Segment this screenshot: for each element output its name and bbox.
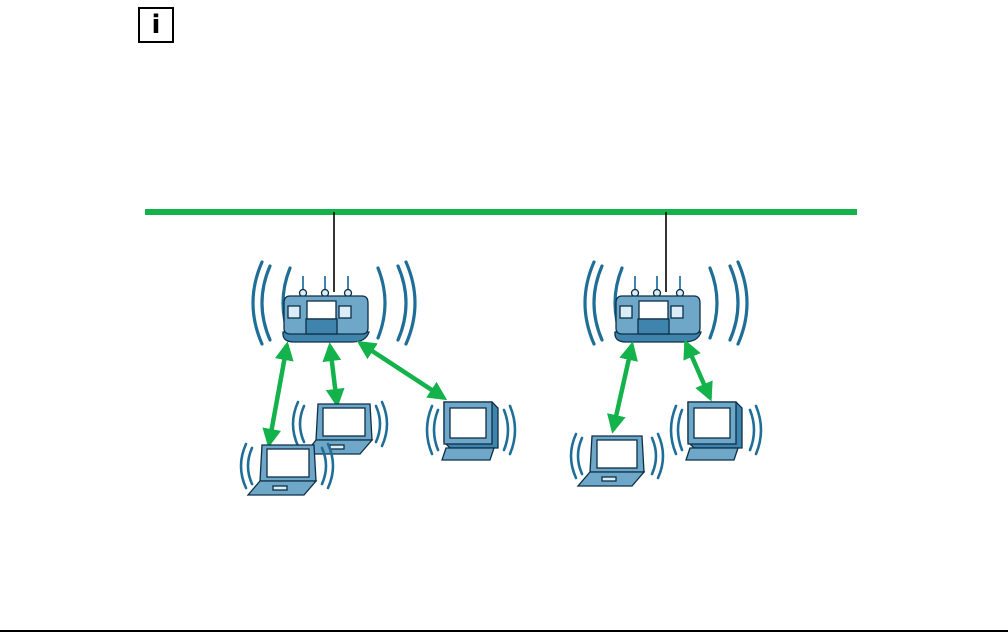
laptop-icon [305,404,372,454]
wireless-link [686,343,710,398]
wireless-link [613,345,632,430]
wireless-link [269,345,287,444]
wireless-link [360,343,444,398]
desktop-2 [671,402,761,460]
wireless-link [330,346,337,404]
laptop-icon [248,445,316,495]
wireless-access-point-icon [283,276,369,342]
desktop-computer-icon [686,402,742,460]
desktop-1 [427,402,515,460]
desktop-computer-icon [442,402,498,460]
wireless-access-point-icon [615,276,701,342]
laptop-icon [578,436,644,486]
laptop-3 [571,434,663,486]
